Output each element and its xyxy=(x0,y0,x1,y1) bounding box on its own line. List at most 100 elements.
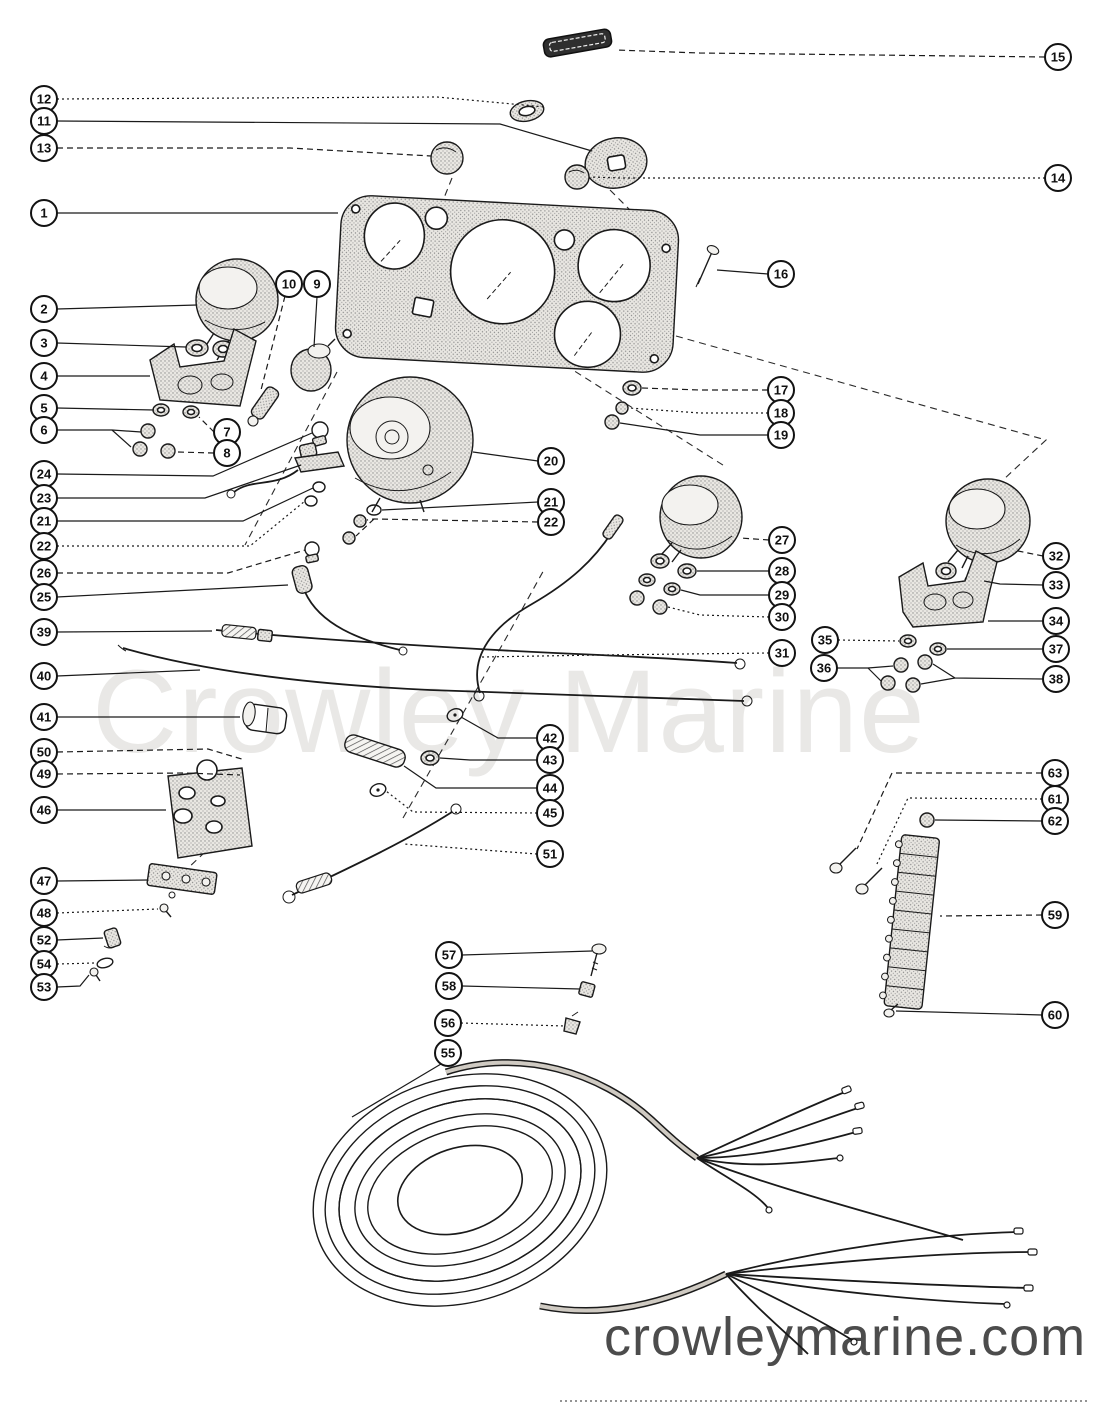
callout-number-42: 42 xyxy=(543,731,557,746)
part-bulb-26 xyxy=(304,541,320,564)
callout-circle-41 xyxy=(30,703,58,731)
callout-number-36: 36 xyxy=(817,661,831,676)
construction-lines xyxy=(185,177,1048,871)
callout-number-57: 57 xyxy=(442,948,456,963)
callout-number-38: 38 xyxy=(1049,672,1063,687)
leader-line-36 xyxy=(867,667,882,682)
callout-circle-37 xyxy=(1042,635,1070,663)
callout-number-16: 16 xyxy=(774,267,788,282)
callout-number-21: 21 xyxy=(544,495,558,510)
leader-line-52 xyxy=(56,937,104,941)
callout-38: 38 xyxy=(920,663,1070,693)
callout-20: 20 xyxy=(472,447,565,475)
callout-number-32: 32 xyxy=(1049,549,1063,564)
callout-circle-35 xyxy=(811,626,839,654)
leader-line-53 xyxy=(56,974,90,988)
leader-line-15 xyxy=(615,49,1046,58)
leader-line-23 xyxy=(57,464,302,499)
leader-line-44 xyxy=(403,765,537,789)
callout-circle-59 xyxy=(1041,901,1069,929)
callout-52: 52 xyxy=(30,926,104,954)
leader-line-49 xyxy=(56,772,241,776)
callout-23: 23 xyxy=(30,464,302,512)
leader-line-5 xyxy=(56,407,155,411)
leader-line-11 xyxy=(56,120,593,152)
callout-29: 29 xyxy=(680,581,796,609)
callout-circle-8 xyxy=(213,439,241,467)
callout-number-28: 28 xyxy=(775,564,789,579)
callout-10: 10 xyxy=(260,270,303,391)
callout-number-22: 22 xyxy=(37,539,51,554)
part-speedometer xyxy=(346,376,474,513)
callout-number-51: 51 xyxy=(543,847,557,862)
part-washers-28-29-30 xyxy=(629,553,697,615)
callout-number-34: 34 xyxy=(1049,614,1064,629)
callout-33: 33 xyxy=(983,571,1070,599)
leader-line-30 xyxy=(667,606,770,618)
leader-line-54 xyxy=(56,962,96,965)
callout-number-48: 48 xyxy=(37,906,51,921)
part-nut-62 xyxy=(919,812,935,828)
callout-number-39: 39 xyxy=(37,625,51,640)
part-nameplate xyxy=(542,28,613,58)
callout-number-22: 22 xyxy=(544,515,558,530)
part-clips-21-22 xyxy=(304,481,326,507)
callout-number-2: 2 xyxy=(40,302,47,317)
leader-line-21 xyxy=(57,487,314,522)
callout-number-55: 55 xyxy=(441,1046,455,1061)
callout-4: 4 xyxy=(30,362,150,390)
callout-number-61: 61 xyxy=(1048,792,1062,807)
callout-51: 51 xyxy=(403,840,564,868)
callout-circle-62 xyxy=(1041,807,1069,835)
callout-number-1: 1 xyxy=(40,206,47,221)
leader-line-59 xyxy=(939,914,1043,917)
callout-number-33: 33 xyxy=(1049,578,1063,593)
leader-line-21 xyxy=(381,501,539,511)
callout-number-20: 20 xyxy=(544,454,558,469)
callout-number-13: 13 xyxy=(37,141,51,156)
leader-line-45 xyxy=(385,790,538,814)
part-nuts-35-36-37-38 xyxy=(880,634,947,693)
callout-number-60: 60 xyxy=(1048,1008,1062,1023)
part-screw-60 xyxy=(883,1003,899,1018)
callout-number-45: 45 xyxy=(543,806,557,821)
part-clip-45 xyxy=(369,783,387,797)
callout-circle-27 xyxy=(768,526,796,554)
callout-circle-15 xyxy=(1044,43,1072,71)
callout-circle-60 xyxy=(1041,1001,1069,1029)
part-harness-lead-39 xyxy=(215,624,746,670)
callout-circle-49 xyxy=(30,760,58,788)
callout-58: 58 xyxy=(435,972,581,1000)
leader-line-42 xyxy=(460,716,537,739)
callout-circle-46 xyxy=(30,796,58,824)
leader-line-33 xyxy=(983,580,1044,586)
callout-circle-53 xyxy=(30,973,58,1001)
callout-number-58: 58 xyxy=(442,979,456,994)
callout-50: 50 xyxy=(30,738,246,766)
callout-circle-6 xyxy=(30,416,58,444)
leader-line-19 xyxy=(619,422,768,436)
callout-62: 62 xyxy=(934,807,1069,835)
part-tachometer xyxy=(659,475,743,563)
callout-number-46: 46 xyxy=(37,803,51,818)
leader-line-29 xyxy=(680,589,769,596)
callout-number-43: 43 xyxy=(543,753,557,768)
callout-circle-56 xyxy=(434,1009,462,1037)
watermark: Crowley Marine xyxy=(92,646,926,778)
leader-line-22 xyxy=(57,500,306,547)
leader-line-17 xyxy=(641,387,768,391)
part-grommet-43 xyxy=(420,750,440,766)
callout-circle-51 xyxy=(536,840,564,868)
callout-15: 15 xyxy=(615,43,1072,71)
callout-11: 11 xyxy=(30,107,593,152)
part-knob-9 xyxy=(290,338,336,392)
callout-34: 34 xyxy=(988,607,1070,635)
callout-circle-58 xyxy=(435,972,463,1000)
part-ring-21 xyxy=(366,504,382,516)
callout-number-63: 63 xyxy=(1048,766,1062,781)
callout-44: 44 xyxy=(403,765,564,802)
callout-25: 25 xyxy=(30,583,289,611)
leader-line-55 xyxy=(351,1063,442,1118)
callout-circle-20 xyxy=(537,447,565,475)
leader-line-26 xyxy=(57,549,306,574)
